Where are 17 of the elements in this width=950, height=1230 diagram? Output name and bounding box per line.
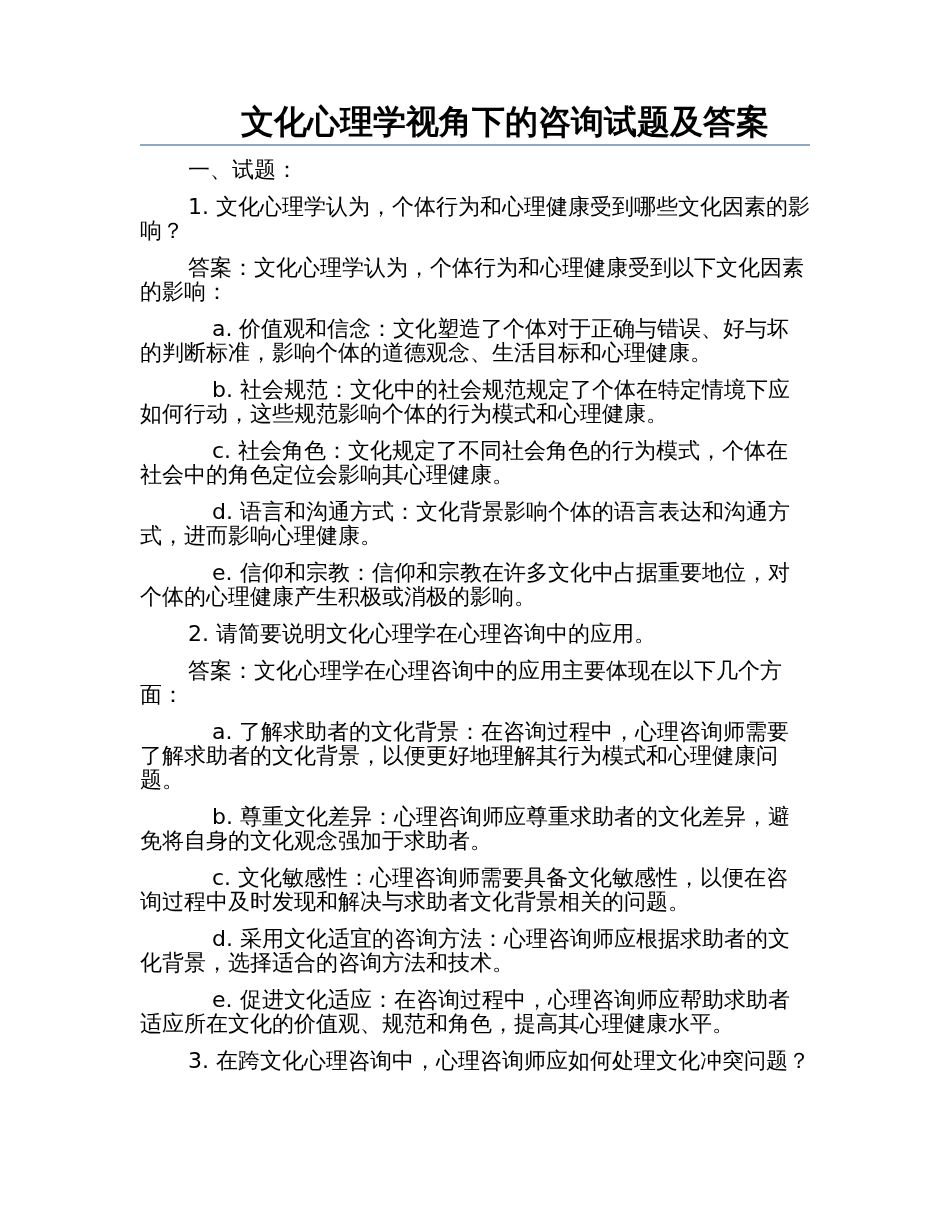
answer-item: e. 促进文化适应：在咨询过程中，心理咨询师应帮助求助者适应所在文化的价值观、规范和角色，提高其心理健康水平。 (140, 988, 791, 1036)
paragraph: 答案：文化心理学认为，个体行为和心理健康受到以下文化因素的影响： (140, 256, 805, 304)
answer-item: a. 了解求助者的文化背景：在咨询过程中，心理咨询师需要了解求助者的文化背景，以便更好地理解其行为模式和心理健康问题。 (140, 720, 791, 792)
paragraph: 答案：文化心理学在心理咨询中的应用主要体现在以下几个方面： (140, 659, 783, 707)
answer-item: d. 采用文化适宜的咨询方法：心理咨询师应根据求助者的文化背景，选择适合的咨询方法和技术。 (140, 927, 791, 975)
answer-item: a. 价值观和信念：文化塑造了个体对于正确与错误、好与坏的判断标准，影响个体的道德观念、生活目标和心理健康。 (140, 317, 791, 365)
paragraph: 2. 请简要说明文化心理学在心理咨询中的应用。 (187, 622, 657, 646)
answer-item: b. 社会规范：文化中的社会规范规定了个体在特定情境下应如何行动，这些规范影响个体的行为模式和心理健康。 (140, 378, 791, 426)
paragraph: 1. 文化心理学认为，个体行为和心理健康受到哪些文化因素的影响？ (140, 195, 810, 243)
answer-item: e. 信仰和宗教：信仰和宗教在许多文化中占据重要地位，对个体的心理健康产生积极或消极的影响。 (140, 561, 791, 609)
answer-item: c. 社会角色：文化规定了不同社会角色的行为模式，个体在社会中的角色定位会影响其心理健康。 (140, 439, 790, 487)
answer-item: b. 尊重文化差异：心理咨询师应尊重求助者的文化差异，避免将自身的文化观念强加于求助者。 (140, 805, 791, 853)
paragraph: 3. 在跨文化心理咨询中，心理咨询师应如何处理文化冲突问题？ (187, 1049, 810, 1073)
page-title: 文化心理学视角下的咨询试题及答案 (240, 101, 770, 143)
section-heading: 一、试题： (187, 158, 299, 182)
answer-item: d. 语言和沟通方式：文化背景影响个体的语言表达和沟通方式，进而影响心理健康。 (140, 500, 791, 548)
answer-item: c. 文化敏感性：心理咨询师需要具备文化敏感性，以便在咨询过程中及时发现和解决与求助者文化背景相关的问题。 (140, 866, 790, 914)
